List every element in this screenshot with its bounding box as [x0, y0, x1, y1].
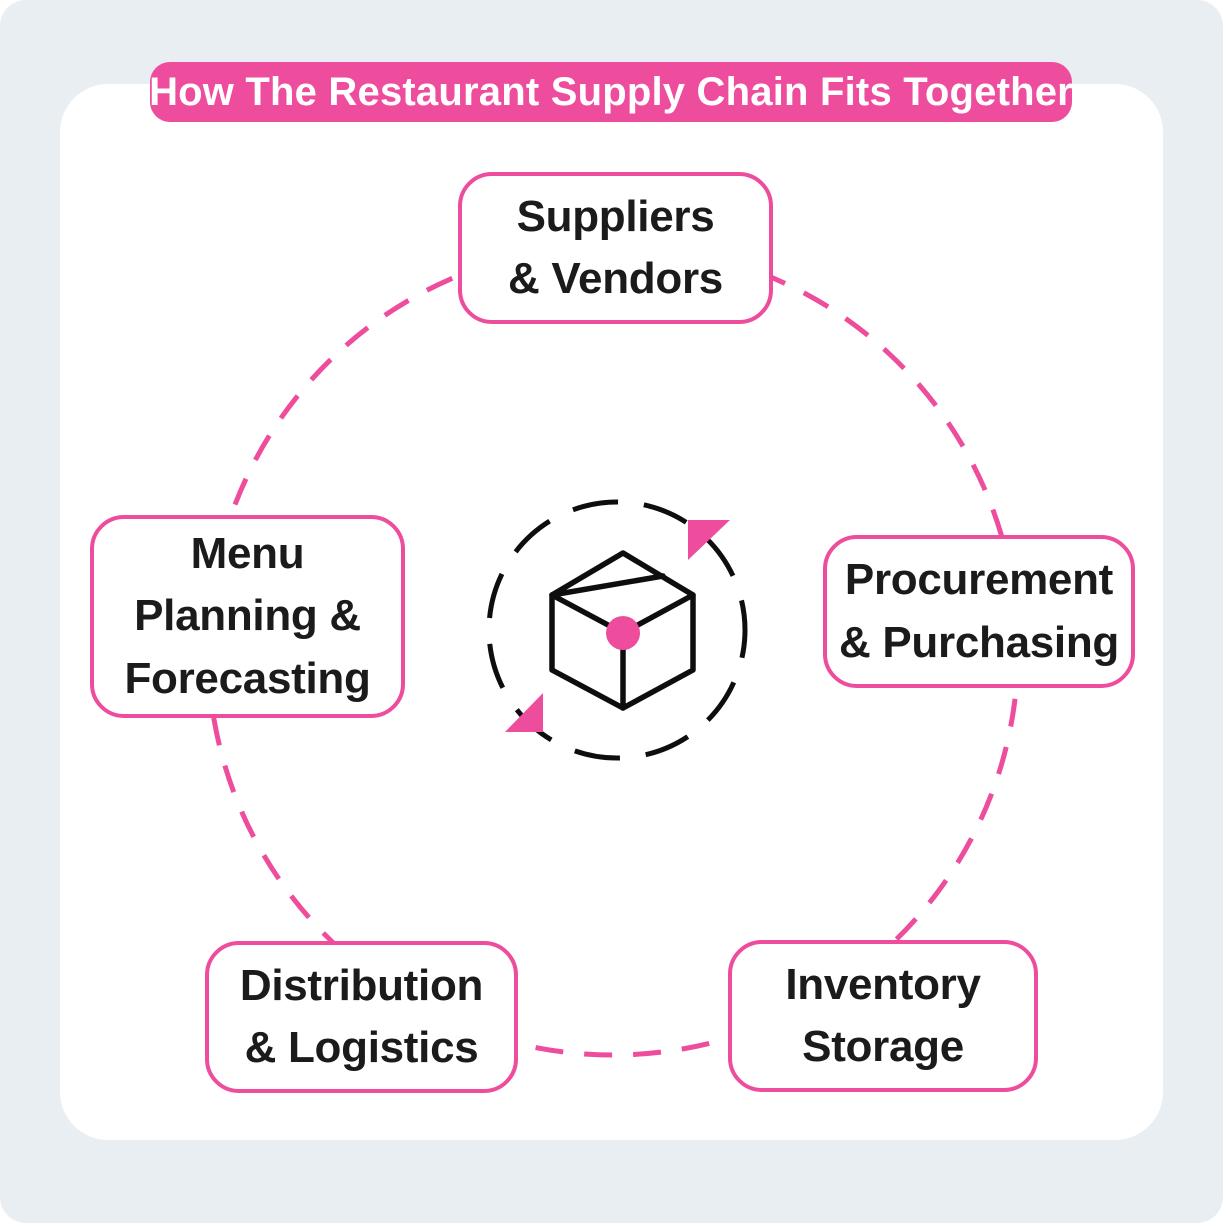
title-banner: How The Restaurant Supply Chain Fits Tog… — [149, 62, 1073, 122]
node-label: Procurement & Purchasing — [838, 555, 1119, 667]
node-inventory-storage: Inventory Storage — [728, 940, 1038, 1092]
node-label: Inventory Storage — [785, 959, 981, 1071]
node-label: Menu Planning & Forecasting — [124, 528, 371, 703]
package-cycle-icon — [486, 499, 748, 761]
node-procurement-purchasing: Procurement & Purchasing — [823, 535, 1135, 688]
node-label: Suppliers & Vendors — [508, 191, 723, 303]
package-dot — [606, 616, 640, 650]
node-menu-planning-forecasting: Menu Planning & Forecasting — [90, 515, 405, 718]
node-suppliers-vendors: Suppliers & Vendors — [458, 172, 773, 324]
page-title: How The Restaurant Supply Chain Fits Tog… — [149, 69, 1073, 114]
cycle-arrowhead-bottom — [505, 693, 543, 732]
cycle-arrowhead-top — [688, 520, 730, 560]
node-distribution-logistics: Distribution & Logistics — [205, 941, 518, 1093]
node-label: Distribution & Logistics — [239, 960, 484, 1072]
